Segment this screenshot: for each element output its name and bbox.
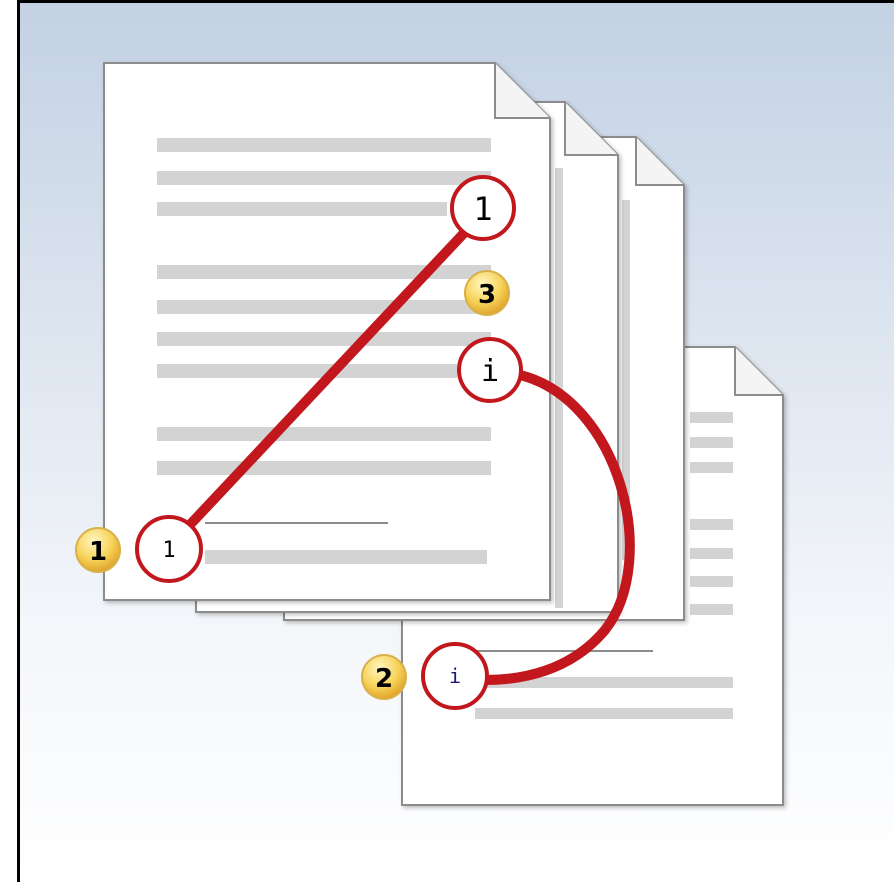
footnote-separator-line: [205, 522, 388, 524]
frame-top-edge: [0, 0, 894, 3]
footnote-ref-top-text: 1: [473, 190, 492, 228]
frame-left-edge: [0, 0, 20, 882]
callout-badge-3: 3: [464, 270, 510, 316]
endnote-separator-line: [475, 650, 653, 652]
callout-2-text: 2: [375, 664, 393, 694]
footnote-connector-line: [180, 227, 470, 535]
callout-badge-1: 1: [75, 527, 121, 573]
frame-left-line: [17, 0, 20, 882]
endnote-page-text-lines: [475, 412, 733, 719]
endnote-connector-curve: [480, 370, 635, 685]
footnote-ref-marker-top: 1: [450, 175, 516, 241]
endnote-text-marker-text: i: [449, 664, 461, 688]
main-document-page: [103, 62, 551, 601]
endnote-ref-marker-top: i: [457, 337, 523, 403]
endnote-text-marker: i: [421, 642, 489, 710]
callout-1-text: 1: [89, 537, 107, 567]
callout-badge-2: 2: [361, 654, 407, 700]
footnote-text-marker-text: 1: [162, 538, 175, 563]
callout-3-text: 3: [478, 280, 496, 310]
endnote-ref-top-text: i: [481, 354, 499, 389]
footnote-text-marker: 1: [135, 515, 203, 583]
main-page-text-lines: [157, 138, 491, 564]
